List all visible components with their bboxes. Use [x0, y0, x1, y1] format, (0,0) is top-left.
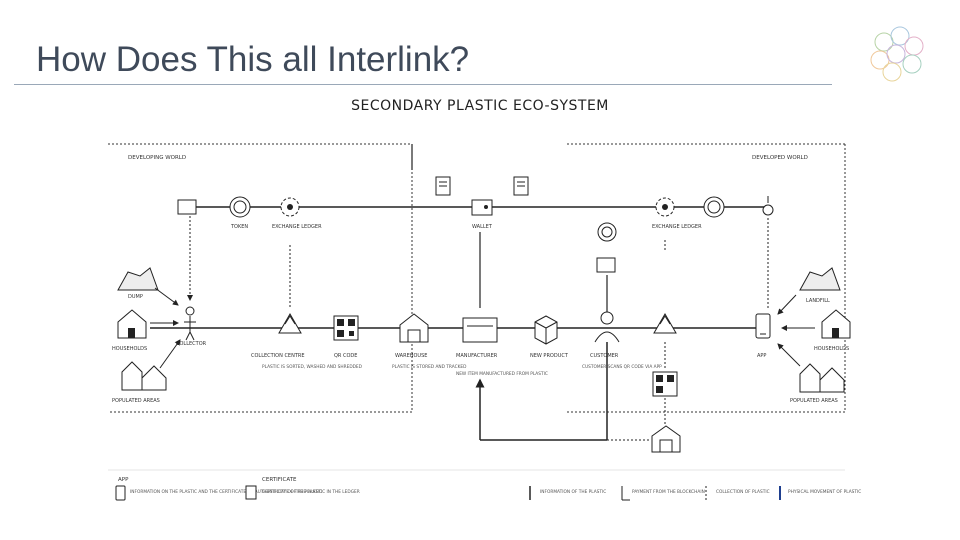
customer-wallet-icon	[596, 257, 616, 273]
developed-world-border	[565, 143, 845, 413]
slide-title: How Does This all Interlink?	[36, 40, 470, 79]
wallet-icon	[471, 199, 493, 216]
qr-code-2-icon	[652, 371, 678, 397]
households-icon	[117, 309, 147, 339]
document-icon	[435, 176, 451, 196]
token-label: TOKEN	[230, 224, 248, 230]
customer-note: CUSTOMER SCANS QR CODE VIA APP	[582, 364, 662, 370]
households-2-icon	[821, 309, 851, 339]
manufacturer-note: NEW ITEM MANUFACTURED FROM PLASTIC	[456, 371, 548, 377]
title-divider	[14, 84, 832, 85]
app-label: APP	[757, 353, 766, 359]
landfill-icon	[799, 267, 841, 291]
legend-certificate-text: CERTIFICATE OF THE PLASTIC IN THE LEDGER	[262, 489, 360, 495]
exchange-ledger-label: EXCHANGE LEDGER	[272, 224, 322, 230]
households-2-label: HOUSEHOLDS	[814, 346, 849, 352]
warehouse-note: PLASTIC IS STORED AND TRACKED	[392, 364, 467, 370]
exchange-ledger-icon	[280, 197, 300, 217]
collection-note: PLASTIC IS SORTED, WASHED AND SHREDDED	[262, 364, 363, 370]
legend-key-4: PHYSICAL MOVEMENT OF PLASTIC	[788, 489, 861, 495]
legend-certificate-icon	[245, 485, 257, 500]
populated-areas-2-icon	[799, 363, 845, 393]
token-icon	[229, 196, 251, 218]
populated-areas-2-label: POPULATED AREAS	[790, 398, 838, 404]
developing-world-label: DEVELOPING WORLD	[128, 155, 186, 161]
qr-code-icon	[333, 315, 359, 341]
legend-key-3: COLLECTION OF PLASTIC	[716, 489, 770, 495]
developed-world-label: DEVELOPED WORLD	[752, 155, 808, 161]
dump-icon	[117, 267, 159, 291]
manufacturer-label: MANUFACTURER	[456, 353, 498, 359]
recycle-2-icon	[653, 313, 677, 334]
customer-icon	[594, 311, 620, 343]
collector-icon	[184, 306, 196, 341]
warehouse-label: WAREHOUSE	[395, 353, 427, 359]
warehouse-icon	[399, 313, 429, 343]
collector-label: COLLECTOR	[176, 341, 207, 347]
dump-label: DUMP	[128, 294, 143, 300]
populated-areas-icon	[121, 361, 167, 391]
populated-areas-label: POPULATED AREAS	[112, 398, 160, 404]
wallet-label: WALLET	[472, 224, 493, 230]
diagram-title: SECONDARY PLASTIC ECO-SYSTEM	[351, 98, 609, 114]
landfill-label: LANDFILL	[806, 298, 830, 304]
legend-app-text: INFORMATION ON THE PLASTIC AND THE CERTI…	[130, 489, 322, 495]
phone-app-icon	[755, 313, 771, 339]
legend-app-title: APP	[118, 477, 129, 483]
exchange-ledger-2-icon	[655, 197, 675, 217]
legend-app-icon	[115, 485, 126, 501]
factory-icon	[462, 317, 498, 343]
legend-certificate-title: CERTIFICATE	[262, 477, 297, 483]
new-product-label: NEW PRODUCT	[530, 353, 569, 359]
legend-key-1: INFORMATION OF THE PLASTIC	[540, 489, 606, 495]
token-wallet-icon	[177, 199, 197, 215]
warehouse-2-icon	[651, 425, 681, 453]
households-label: HOUSEHOLDS	[112, 346, 147, 352]
recycle-icon	[278, 313, 302, 334]
exchange-ledger-2-label: EXCHANGE LEDGER	[652, 224, 702, 230]
box-icon	[534, 315, 558, 345]
qr-code-label: QR CODE	[334, 353, 357, 359]
customer-label: CUSTOMER	[590, 353, 619, 359]
key-icon	[762, 196, 774, 216]
collection-centre-label: COLLECTION CENTRE	[251, 353, 305, 359]
customer-token-icon	[597, 222, 617, 242]
legend-key-2: PAYMENT FROM THE BLOCKCHAIN	[632, 489, 705, 495]
developing-world-border	[108, 143, 413, 413]
certificate-icon	[513, 176, 529, 196]
globe-logo-icon	[870, 26, 924, 82]
token-2-icon	[703, 196, 725, 218]
